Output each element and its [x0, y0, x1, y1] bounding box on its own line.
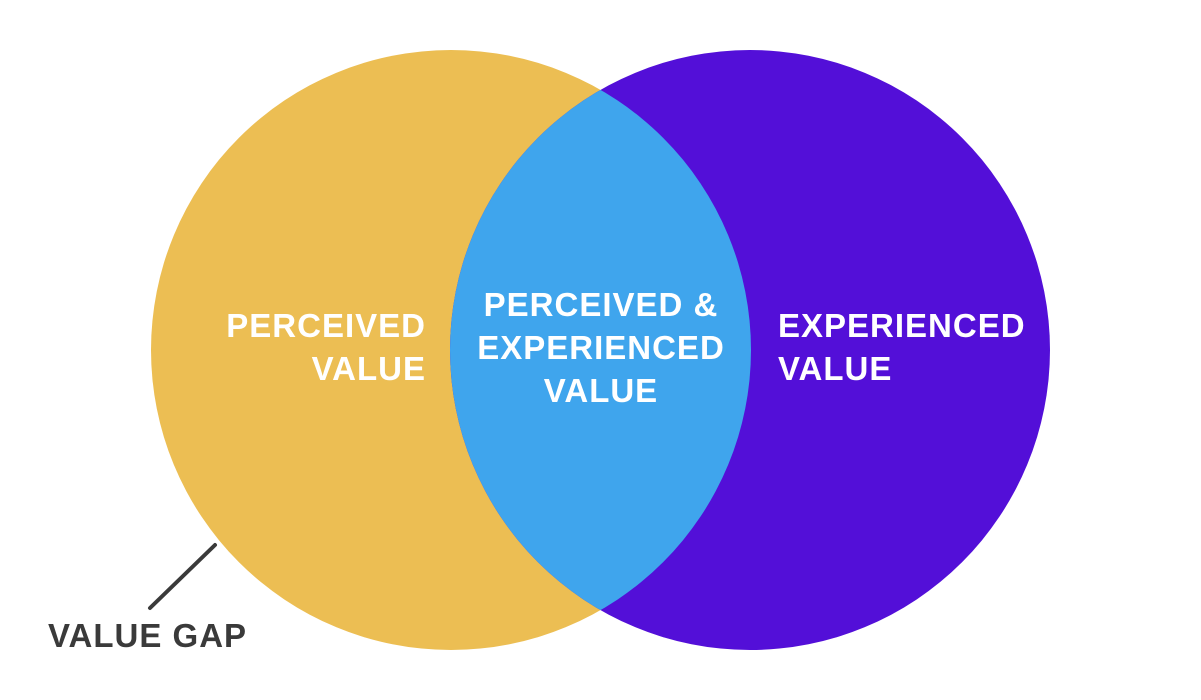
overlap-label-line: VALUE — [543, 372, 659, 409]
perceived-value-label-line: VALUE — [311, 350, 426, 387]
perceived-value-label: PERCEIVED VALUE — [226, 304, 426, 390]
experienced-value-label-line: VALUE — [778, 350, 893, 387]
overlap-label-line: PERCEIVED & — [483, 286, 719, 323]
experienced-value-label: EXPERIENCED VALUE — [778, 304, 1026, 390]
value-gap-callout-line — [148, 543, 217, 610]
overlap-label-line: EXPERIENCED — [477, 329, 725, 366]
overlap-region — [450, 50, 751, 650]
overlap-label: PERCEIVED & EXPERIENCED VALUE — [452, 283, 750, 412]
perceived-value-label-line: PERCEIVED — [226, 307, 426, 344]
experienced-value-label-line: EXPERIENCED — [778, 307, 1026, 344]
value-gap-label: VALUE GAP — [48, 617, 248, 654]
